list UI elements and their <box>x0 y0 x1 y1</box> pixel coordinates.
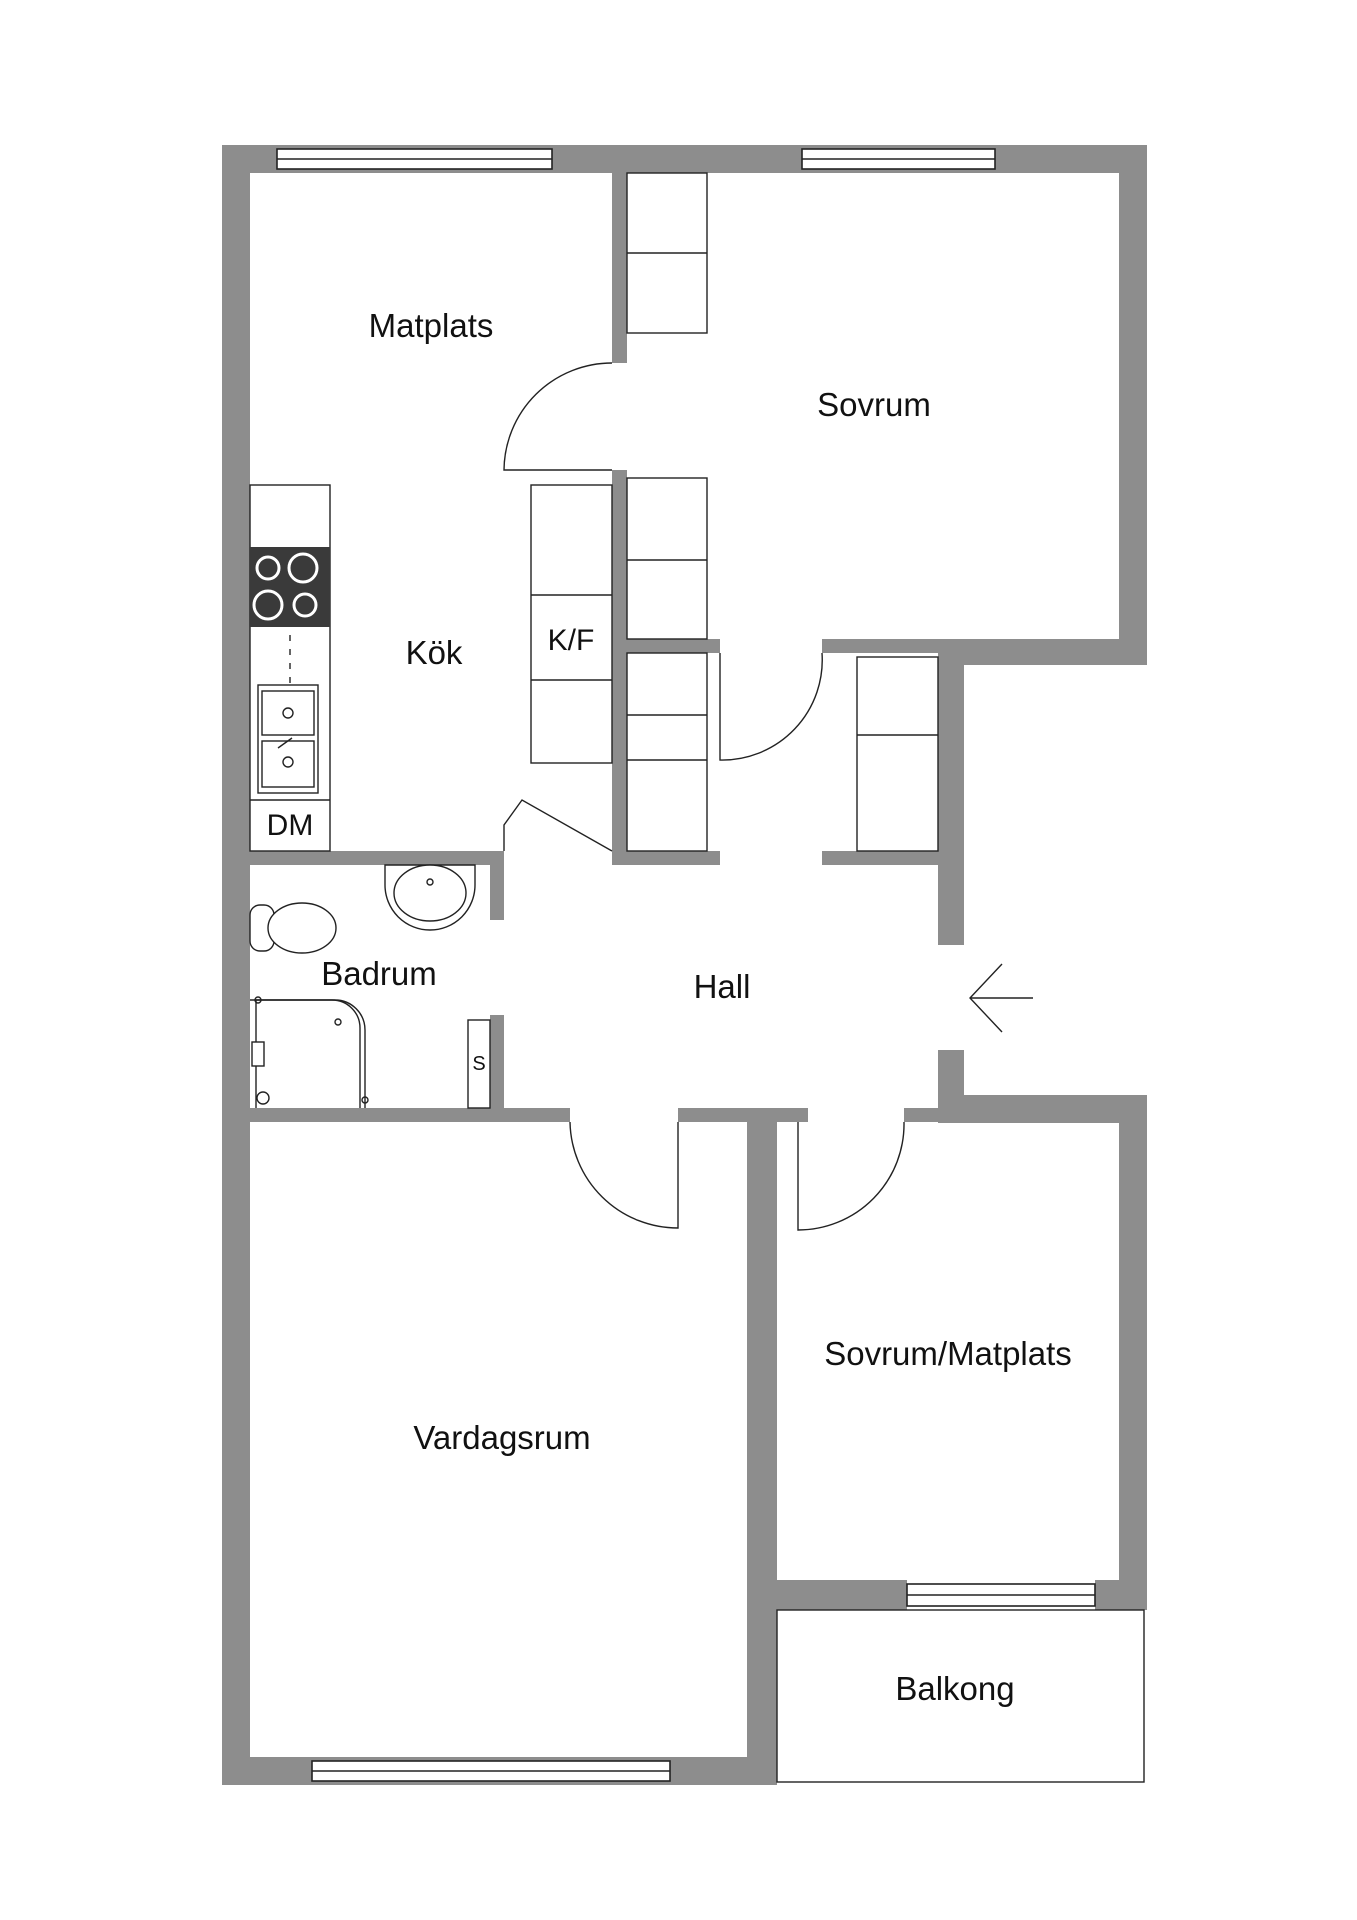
wall-left <box>222 145 250 1785</box>
balcony <box>776 1609 1145 1783</box>
room-label-sovrum: Sovrum <box>817 386 931 423</box>
kf-cabinet <box>530 484 613 764</box>
entrance-arrow-icon <box>969 963 1033 1033</box>
washbasin-icon <box>384 864 476 931</box>
room-label-vardagsrum: Vardagsrum <box>413 1419 590 1456</box>
wall-closet-left <box>612 639 627 864</box>
room-label-hall: Hall <box>694 968 751 1005</box>
doors <box>503 362 905 1231</box>
wall-bedroom-balcony-left <box>777 1580 907 1610</box>
room-label-matplats: Matplats <box>369 307 494 344</box>
windows <box>276 148 1096 1782</box>
door-bedroom2 <box>797 1121 905 1231</box>
door-bedroom-closet <box>719 652 823 761</box>
shower-icon <box>250 996 369 1108</box>
wall-kitchen-bedroom-upper <box>612 173 627 363</box>
wall-bedroom-bottom-right <box>822 639 958 653</box>
wall-right-upper <box>1119 145 1147 665</box>
room-label-kok: Kök <box>406 634 463 671</box>
wall-hall-top-left <box>250 851 504 865</box>
wall-bath-bottom <box>250 1108 570 1122</box>
room-label-badrum: Badrum <box>321 955 437 992</box>
wall-bedroom-bottom-left <box>612 639 720 653</box>
kitchen-sink-icon <box>257 684 319 794</box>
wall-notch-bottom <box>938 1095 1147 1123</box>
wardrobe-bedroom-mid <box>626 477 708 640</box>
wall-hall-top-mid <box>612 851 720 865</box>
s-label: S <box>472 1053 485 1075</box>
toilet-icon <box>249 902 337 954</box>
wardrobes <box>626 172 939 852</box>
wall-notch-side <box>938 639 964 945</box>
kf-label: K/F <box>548 624 595 657</box>
door-kitchen-hall <box>503 799 613 852</box>
wall-hall-bottom-mid <box>678 1108 808 1122</box>
wall-hall-top-right <box>822 851 958 865</box>
kitchen: DM K/F <box>249 484 613 852</box>
wardrobe-hall-right <box>856 656 939 852</box>
room-label-sovrum-matplats: Sovrum/Matplats <box>824 1335 1072 1372</box>
wall-hall-bottom-right <box>904 1108 964 1122</box>
wall-living-bedroom <box>747 1108 777 1758</box>
balcony-outline <box>776 1609 1145 1783</box>
wall-notch-top <box>958 639 1147 665</box>
dm-label: DM <box>267 809 314 842</box>
storage-s <box>467 1019 491 1109</box>
wall-bedroom-balcony-right <box>1095 1580 1147 1610</box>
wardrobe-hall-left <box>626 652 708 852</box>
door-living <box>569 1121 679 1229</box>
door-kitchen-bedroom <box>503 362 613 471</box>
wall-bath-right-lower <box>490 1015 504 1115</box>
wall-right-lower <box>1119 1095 1147 1610</box>
room-labels: Matplats Sovrum Kök Badrum Hall Sovrum/M… <box>321 307 1072 1707</box>
room-label-balkong: Balkong <box>895 1670 1014 1707</box>
wall-bath-right-upper <box>490 865 504 920</box>
interior-walls <box>250 173 1147 1758</box>
bathroom: S <box>249 864 491 1109</box>
